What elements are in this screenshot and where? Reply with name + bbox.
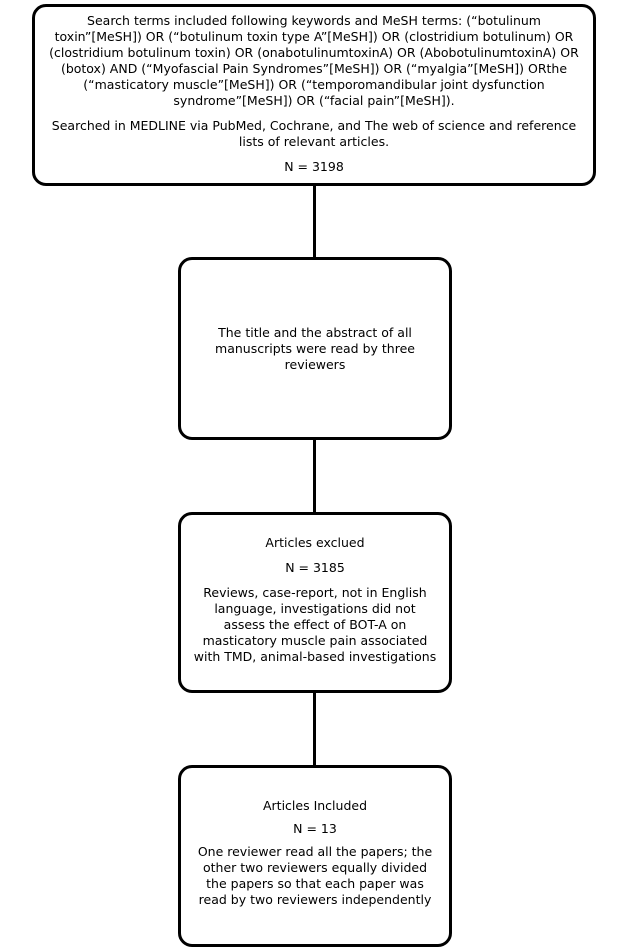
included-articles-box: Articles Included N = 13 One reviewer re… <box>178 765 452 947</box>
screening-text: The title and the abstract of all manusc… <box>215 324 415 372</box>
included-count: N = 13 <box>293 821 337 836</box>
excluded-reasons: Reviews, case-report, not in English lan… <box>193 585 437 664</box>
search-keywords-text: Search terms included following keywords… <box>49 13 579 108</box>
search-strategy-box: Search terms included following keywords… <box>32 4 596 186</box>
connector-line <box>313 693 316 765</box>
connector-line <box>313 186 316 257</box>
included-note: One reviewer read all the papers; the ot… <box>197 844 433 907</box>
search-count: N = 3198 <box>284 159 344 174</box>
screening-box: The title and the abstract of all manusc… <box>178 257 452 440</box>
excluded-title: Articles exclued <box>265 535 365 550</box>
excluded-articles-box: Articles exclued N = 3185 Reviews, case-… <box>178 512 452 693</box>
connector-line <box>313 440 316 512</box>
included-title: Articles Included <box>262 798 368 813</box>
excluded-count: N = 3185 <box>285 560 345 575</box>
search-databases-text: Searched in MEDLINE via PubMed, Cochrane… <box>51 118 577 149</box>
